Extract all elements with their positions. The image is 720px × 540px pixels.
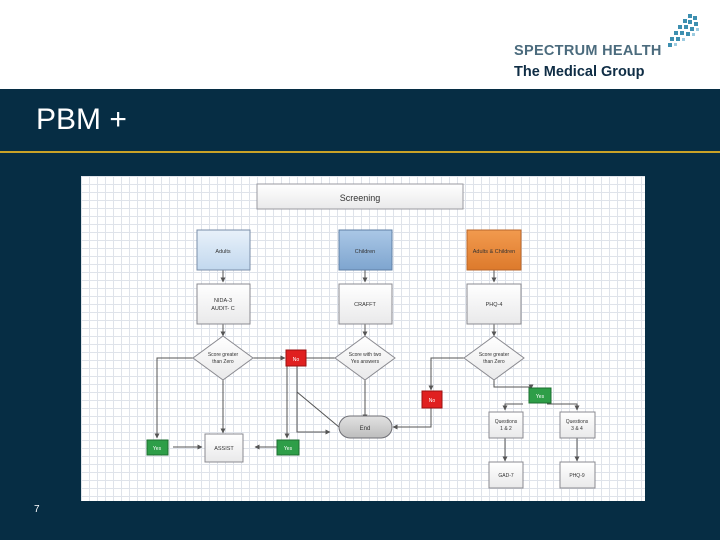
adults-children-label: Adults & Children: [473, 249, 516, 255]
adults-box: [196, 229, 251, 271]
questions-3-4-box: [559, 411, 596, 439]
yes-marker-left: [146, 439, 169, 456]
crafft-box: [338, 283, 393, 325]
screening-header-box: [256, 183, 464, 210]
nida-audit-box: [196, 283, 251, 325]
flowchart-canvas: Screening Adults Children Adults & Child…: [146, 183, 596, 489]
yes-marker-mid: [276, 439, 300, 456]
questions-3-4-line1: Questions: [566, 419, 589, 425]
no-marker-2: [421, 390, 443, 409]
children-box: [338, 229, 393, 271]
crafft-label: CRAFFT: [354, 302, 376, 308]
assist-label: ASSIST: [214, 446, 234, 452]
decision-children-line1: Score with two: [349, 352, 382, 358]
questions-1-2-box: [488, 411, 524, 439]
nida-label: NIDA-3: [214, 298, 232, 304]
phq9-box: [559, 461, 596, 489]
screening-header-label: Screening: [340, 193, 381, 203]
phq9-label: PHQ-9: [569, 473, 585, 479]
slide-header: SPECTRUM HEALTH The Medical Group: [0, 0, 720, 89]
questions-1-2-line2: 1 & 2: [500, 426, 512, 432]
no-marker-1: [285, 349, 307, 367]
decision-adults-line2: than Zero: [212, 359, 234, 365]
questions-1-2-line1: Questions: [495, 419, 518, 425]
decision-children-line2: Yes answers: [351, 359, 380, 365]
no-marker-2-label: No: [429, 398, 436, 404]
questions-3-4-line2: 3 & 4: [571, 426, 583, 432]
end-label: End: [360, 426, 371, 432]
title-divider: [0, 151, 720, 153]
phq4-label: PHQ-4: [486, 302, 503, 308]
no-marker-1-label: No: [293, 357, 300, 363]
decision-phq: [463, 335, 525, 381]
spectrum-health-logo: SPECTRUM HEALTH The Medical Group: [512, 12, 702, 86]
decision-phq-line1: Score greater: [479, 352, 510, 358]
gad7-label: GAD-7: [498, 473, 514, 479]
decision-children: [334, 335, 396, 381]
logo-line-1: SPECTRUM HEALTH: [514, 43, 662, 59]
page-number: 7: [34, 504, 40, 515]
phq4-box: [466, 283, 522, 325]
decision-adults-line1: Score greater: [208, 352, 239, 358]
diamond-grid-icon: [668, 14, 699, 47]
audit-label: AUDIT- C: [211, 306, 235, 312]
gad7-box: [488, 461, 524, 489]
children-label: Children: [355, 249, 375, 255]
adults-children-box: [466, 229, 522, 271]
logo-line-2: The Medical Group: [514, 64, 645, 80]
decision-adults: [192, 335, 254, 381]
yes-marker-right: [528, 387, 552, 404]
end-terminator: [338, 415, 393, 439]
yes-marker-left-label: Yes: [153, 446, 162, 452]
yes-marker-right-label: Yes: [536, 394, 545, 400]
adults-label: Adults: [215, 249, 231, 255]
decision-phq-line2: than Zero: [483, 359, 505, 365]
screening-flowchart: Screening Adults Children Adults & Child…: [81, 176, 645, 501]
yes-marker-mid-label: Yes: [284, 446, 293, 452]
slide-title: PBM +: [36, 103, 127, 136]
assist-box: [204, 433, 244, 463]
